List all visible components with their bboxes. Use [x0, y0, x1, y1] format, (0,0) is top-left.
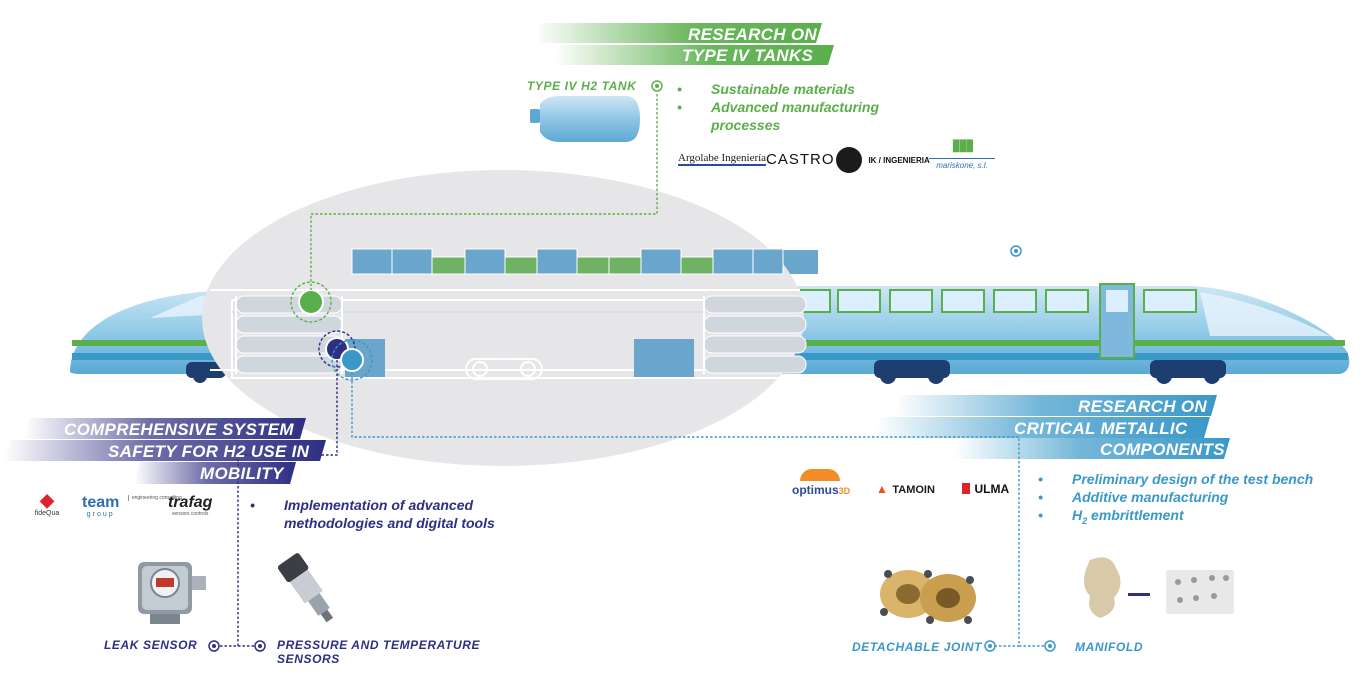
detachable-joint-image — [880, 570, 976, 624]
logo-mariskone: ▮▮▮ mariskone, s.l. — [929, 137, 995, 170]
mariskone-icon: ▮▮▮ — [951, 137, 974, 154]
leak-sensor-label: LEAK SENSOR — [104, 638, 198, 652]
safety-title-line3: MOBILITY — [200, 464, 284, 483]
list-item: Advanced manufacturing processes — [677, 98, 917, 134]
marker-tanks — [290, 281, 332, 323]
manifold-image — [1084, 557, 1234, 618]
h2-tank-image — [530, 96, 640, 142]
tanks-bullets: Sustainable materials Advanced manufactu… — [677, 80, 917, 134]
marker-metallic — [331, 339, 373, 381]
fideqa-icon: ◆ — [40, 490, 54, 510]
endpoint-dots — [208, 80, 1056, 652]
pressure-sensor-label: PRESSURE AND TEMPERATURE SENSORS — [277, 638, 481, 666]
safety-bullets: Implementation of advanced methodologies… — [250, 496, 510, 532]
safety-title-line1: COMPREHENSIVE SYSTEM — [64, 420, 294, 439]
logo-argolabe: Argolabe Ingeniería — [678, 152, 767, 166]
logo-tamoin: ▲ TAMOIN — [876, 482, 935, 496]
logo-team-group: team group engineering consulting — [82, 494, 182, 519]
logo-fideqa: ◆ fideQua — [30, 490, 64, 517]
tank-label: TYPE IV H2 TANK — [527, 79, 637, 93]
list-item: Implementation of advanced methodologies… — [250, 496, 510, 532]
banner-tanks-bg — [534, 23, 834, 65]
list-item: Additive manufacturing — [1038, 488, 1338, 506]
logo-optimus3d: optimus3D — [792, 469, 850, 499]
banner-metallic-bg — [874, 395, 1230, 459]
logo-trafag: trafag sensors controls — [168, 494, 213, 517]
pressure-sensor-image — [277, 553, 334, 623]
list-item: Preliminary design of the test bench — [1038, 470, 1338, 488]
metallic-title-line3: COMPONENTS — [1100, 440, 1225, 459]
optimus-icon — [800, 469, 840, 481]
logo-castro: CASTRO — [766, 151, 835, 168]
metallic-title-line2: CRITICAL METALLIC — [1014, 419, 1188, 438]
list-item: H2 embrittlement — [1038, 506, 1338, 530]
manifold-label: MANIFOLD — [1075, 640, 1144, 654]
safety-title-line2: SAFETY FOR H2 USE IN — [108, 442, 310, 461]
connector-metallic — [351, 372, 1020, 647]
tanks-title-line1: RESEARCH ON — [688, 25, 817, 44]
logo-ik-ingenieria: IK / INGENIERIA — [836, 147, 930, 173]
detachable-joint-label: DETACHABLE JOINT — [852, 640, 983, 654]
ik-icon — [836, 147, 862, 173]
list-item: Sustainable materials — [677, 80, 917, 98]
metallic-bullets: Preliminary design of the test bench Add… — [1038, 470, 1338, 530]
ulma-icon — [962, 483, 970, 495]
tanks-title-line2: TYPE IV TANKS — [682, 46, 814, 65]
tamoin-icon: ▲ — [876, 482, 888, 496]
banner-safety-bg — [4, 418, 326, 484]
logo-ulma: ULMA — [962, 480, 1009, 498]
metallic-title-line1: RESEARCH ON — [1078, 397, 1207, 416]
leak-sensor-image — [138, 562, 206, 624]
connector-tanks — [310, 94, 658, 290]
